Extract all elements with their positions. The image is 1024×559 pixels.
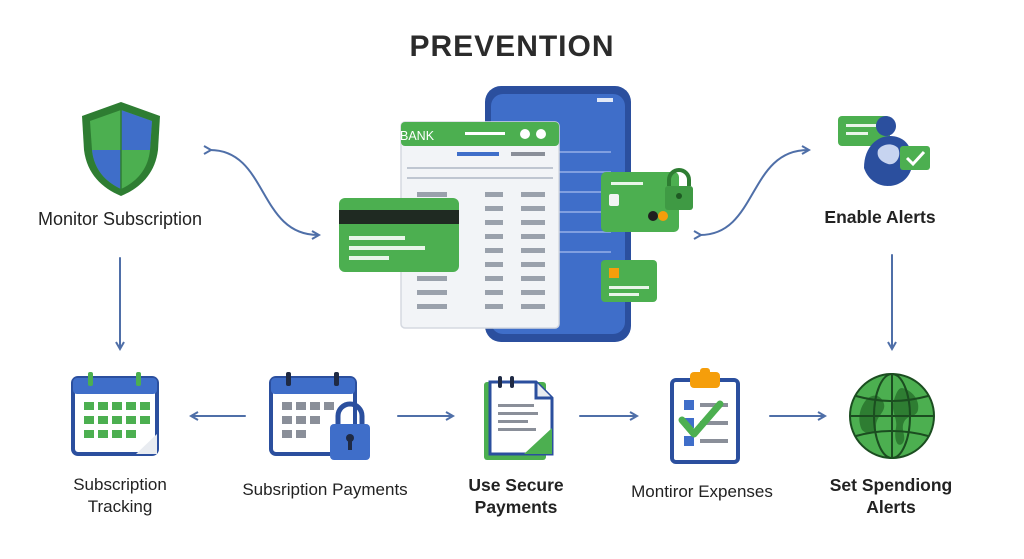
page-title: PREVENTION (409, 30, 615, 63)
clipboard-check-icon (670, 368, 740, 464)
secure-document-icon (484, 376, 554, 460)
bank-phone-icon (339, 86, 693, 342)
calendar-lock-icon (269, 372, 370, 460)
step-monitor-subscription: Monitor Subscription (37, 209, 203, 229)
calendar-icon (71, 372, 159, 456)
step-use-secure-payments: Use Secure Payments (468, 475, 564, 517)
step-enable-alerts: Enable Alerts (824, 207, 936, 227)
step-monitor-expenses: Montiror Expenses (631, 482, 773, 501)
arrow-right-curve (700, 150, 808, 235)
step-subscription-tracking: Subscription Tracking (73, 475, 167, 516)
step-subscription-payments: Subsription Payments (242, 480, 408, 499)
step-set-spending-alerts: Set Spendiong Alerts (829, 475, 953, 517)
alert-person-icon (838, 116, 930, 186)
globe-icon (849, 373, 935, 459)
arrow-left-curve (210, 150, 318, 235)
shield-icon (82, 102, 160, 196)
bank-label: BANK (400, 129, 435, 143)
